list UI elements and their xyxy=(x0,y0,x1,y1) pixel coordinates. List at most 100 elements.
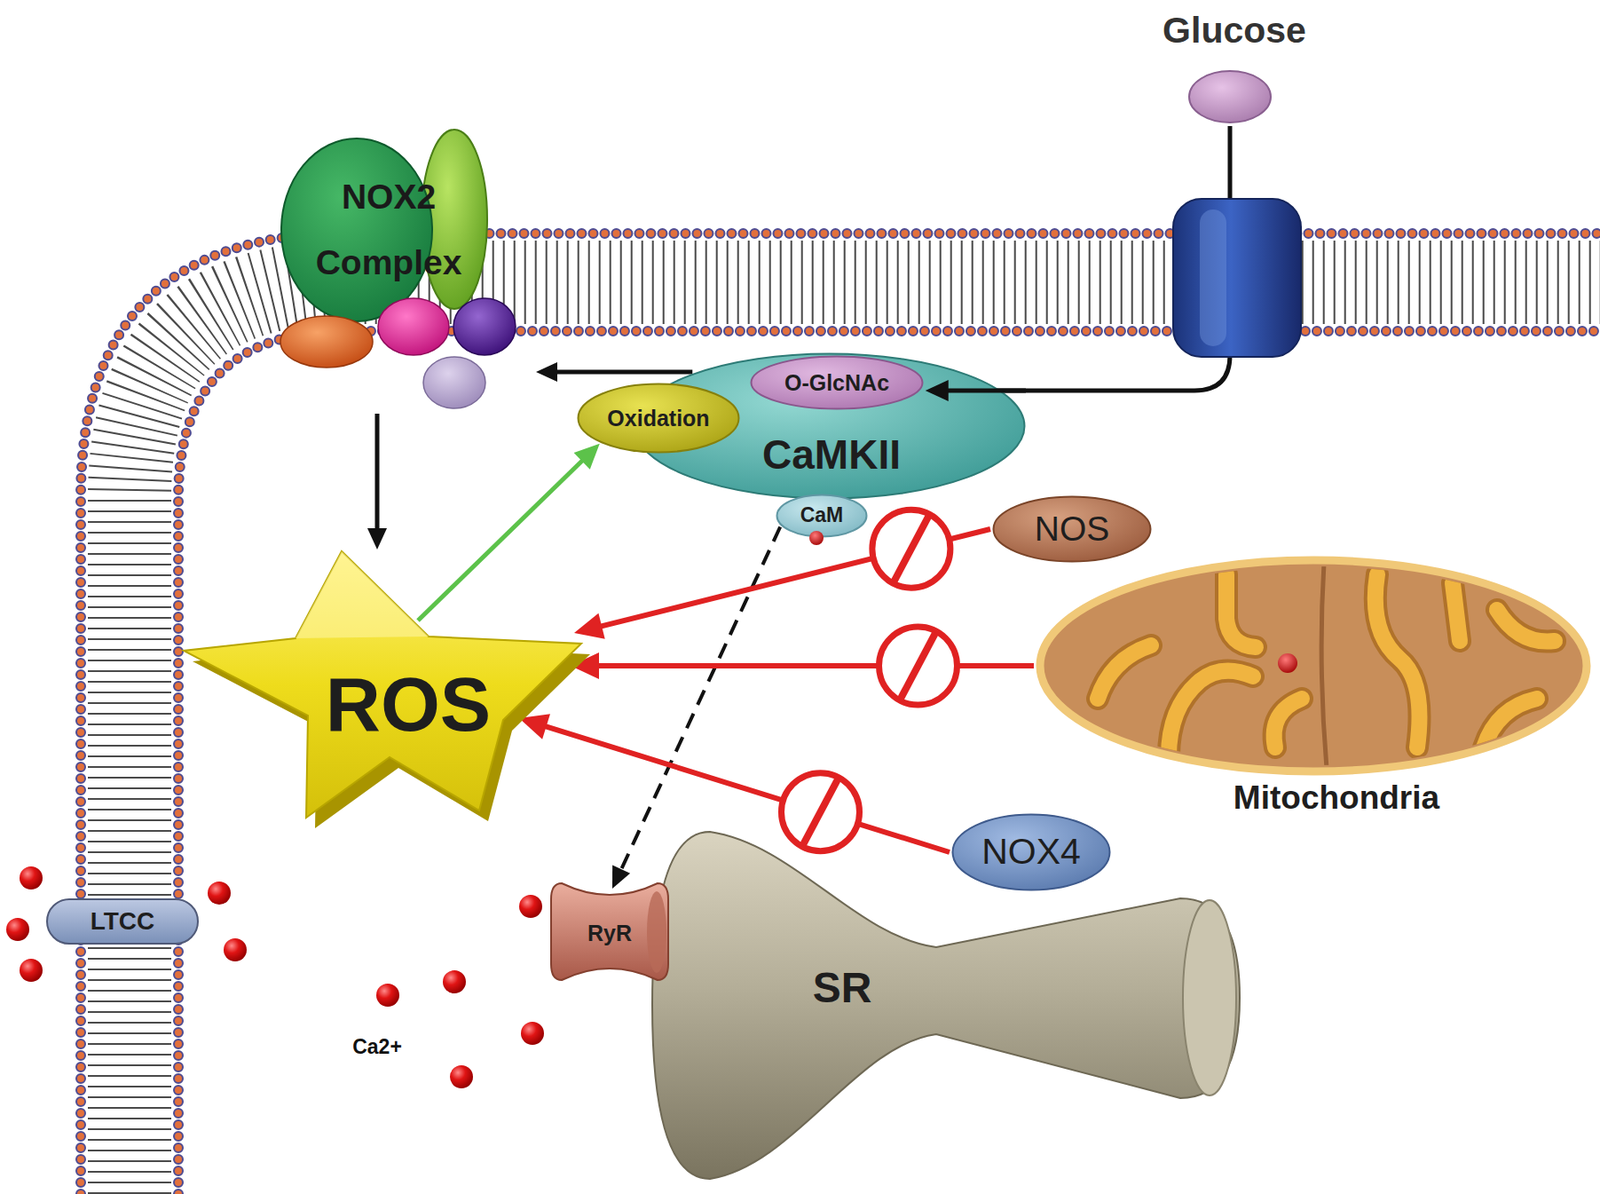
glucose-transporter xyxy=(1173,198,1301,357)
crista xyxy=(1097,645,1151,699)
connector-line xyxy=(551,370,693,375)
crista-rim xyxy=(1274,698,1302,748)
ellipse-outline xyxy=(751,356,923,410)
node-label: NOS xyxy=(1034,509,1111,550)
crista-rim xyxy=(1097,645,1151,699)
lipid-heads xyxy=(80,233,1600,1194)
crista xyxy=(1497,609,1555,642)
star-facet xyxy=(295,551,429,639)
connector xyxy=(535,362,693,382)
arrowhead xyxy=(612,865,631,889)
node-label: CaMKII xyxy=(762,431,901,479)
connector xyxy=(417,443,600,621)
mito-septum xyxy=(1321,563,1327,768)
connector xyxy=(519,713,950,852)
cam-subunit: CaM xyxy=(775,493,868,538)
inhibition-symbol xyxy=(781,772,860,852)
nos-enzyme: NOS xyxy=(992,495,1152,563)
transporter-highlight xyxy=(1199,209,1227,347)
lipid-heads xyxy=(178,331,1600,1194)
nox2-subunit xyxy=(281,138,433,322)
glucose-molecule: Glucose xyxy=(1127,7,1340,125)
node-label: Mitochondria xyxy=(1233,779,1440,818)
crista-rim xyxy=(1375,574,1420,748)
channel-outline xyxy=(47,898,198,944)
ellipse-outline xyxy=(993,496,1151,562)
node-label: LTCC xyxy=(90,906,156,936)
node-label: Oxidation xyxy=(606,405,710,432)
arrowhead xyxy=(574,613,606,639)
calcium-ion xyxy=(809,530,824,545)
ryr-end-face xyxy=(646,890,667,973)
node-label: NOX4 xyxy=(981,830,1081,873)
calcium-ion xyxy=(6,917,30,941)
connector-line xyxy=(590,662,1034,669)
node-label: O-GlcNAc xyxy=(784,370,890,396)
ellipse-outline xyxy=(953,814,1111,891)
nox4-enzyme: NOX4 xyxy=(951,812,1112,891)
cell-membrane xyxy=(80,233,1600,1194)
ryr-outline xyxy=(551,882,669,980)
calcium-ion xyxy=(449,1064,473,1088)
calcium-ion xyxy=(1277,653,1298,673)
crista xyxy=(1274,698,1302,748)
connector xyxy=(570,626,1034,705)
node-label: NOX2 Complex xyxy=(295,164,482,296)
connector-line xyxy=(417,455,588,621)
node-label: SR xyxy=(812,962,873,1012)
lipid-heads-rim xyxy=(178,331,1600,1194)
connector-line xyxy=(375,413,380,535)
node-label: ROS xyxy=(325,660,491,749)
inhibition-symbol xyxy=(872,509,951,588)
mitochondrion: Mitochondria xyxy=(1035,556,1593,819)
calcium-ion xyxy=(376,983,400,1007)
star-outline xyxy=(183,551,582,818)
calcium-ions xyxy=(6,866,544,1088)
connector-line xyxy=(537,724,950,852)
crista xyxy=(1375,574,1420,748)
crista-rim xyxy=(1168,670,1254,757)
inhibition-symbol xyxy=(879,626,958,705)
connector xyxy=(367,413,387,550)
oxidation-modification: Oxidation xyxy=(576,382,741,454)
arrowhead xyxy=(574,443,600,470)
ryr-channel: RyR xyxy=(551,882,669,980)
nox2-subunit xyxy=(378,298,450,355)
crista xyxy=(1168,670,1254,757)
crista-rim xyxy=(1483,698,1537,748)
ltcc-channel: LTCC xyxy=(46,898,199,945)
crista-rim xyxy=(1452,583,1460,641)
connector-overlay xyxy=(925,352,1026,402)
connector xyxy=(574,509,991,639)
calcium-ion xyxy=(519,894,543,918)
ros-star: ROS xyxy=(183,551,582,818)
calcium-ion xyxy=(207,881,231,905)
inhibition-slash xyxy=(803,778,839,845)
outer-membrane xyxy=(1040,559,1587,772)
sr-end-face xyxy=(1182,899,1237,1096)
calcium-ion xyxy=(520,1021,544,1045)
inhibition-slash xyxy=(893,515,930,583)
arrowhead xyxy=(925,379,949,402)
lipid-tails xyxy=(129,282,1600,1194)
calcium-ion xyxy=(19,866,43,890)
nox2-subunit xyxy=(423,356,486,409)
calcium-ion xyxy=(442,969,466,994)
arrowhead xyxy=(535,362,558,382)
nox2-subunit xyxy=(280,315,373,368)
ion-label: Ca2+ xyxy=(352,1034,402,1058)
node-label: CaM xyxy=(800,503,844,527)
crista-rim xyxy=(1226,574,1256,647)
glucose-ellipse xyxy=(1189,70,1271,123)
ellipse-outline xyxy=(578,384,740,453)
arrowhead xyxy=(367,528,387,550)
lipid-heads-rim xyxy=(80,233,1600,1194)
crista-rim xyxy=(1497,609,1555,642)
o-glcnac-modification: O-GlcNAc xyxy=(749,354,924,410)
node-shape xyxy=(652,831,1240,1179)
crista xyxy=(1452,583,1460,641)
nox2-complex: NOX2 Complex xyxy=(280,124,533,410)
node-label: RyR xyxy=(587,920,632,946)
calcium-ion xyxy=(223,937,247,962)
